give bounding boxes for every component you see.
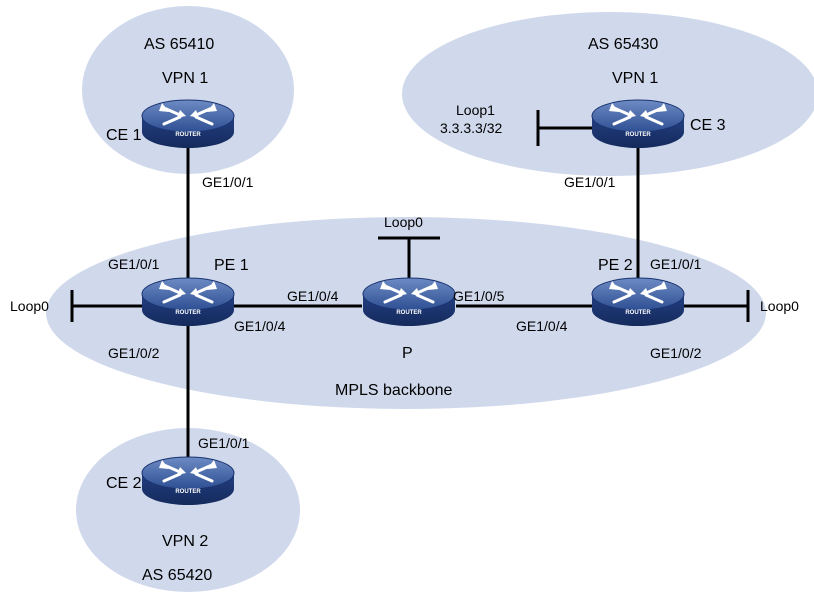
router-badges: ROUTER ROUTER ROUTER ROUTER ROUTER ROUTE… xyxy=(175,132,651,495)
router-badge: ROUTER xyxy=(175,132,201,138)
as-65430-region xyxy=(402,12,814,176)
as-65420-region xyxy=(76,428,300,592)
vpn1-right-label: VPN 1 xyxy=(612,70,659,87)
ce3-ge101-label: GE1/0/1 xyxy=(564,174,616,190)
loopback-caps xyxy=(70,110,750,322)
pe1-loop0-label: Loop0 xyxy=(10,298,49,314)
pe2-ge101-label: GE1/0/1 xyxy=(650,256,702,272)
as-65430-label: AS 65430 xyxy=(588,36,659,53)
ce2-ge101-label: GE1/0/1 xyxy=(198,435,250,451)
router-badge: ROUTER xyxy=(175,310,201,316)
pe1-ge101-label: GE1/0/1 xyxy=(108,256,160,272)
as-65410-region xyxy=(82,6,294,174)
pe2-ge104-label: GE1/0/4 xyxy=(516,318,568,334)
p-ge104-label: GE1/0/4 xyxy=(287,288,339,304)
ce3-loop1-ip-label: 3.3.3.3/32 xyxy=(440,120,503,136)
pe1-ge104-label: GE1/0/4 xyxy=(234,318,286,334)
router-ce2-icon[interactable] xyxy=(140,455,236,507)
router-ce3-icon[interactable] xyxy=(590,98,686,150)
ce3-label: CE 3 xyxy=(690,117,726,134)
router-badge: ROUTER xyxy=(396,310,422,316)
pe2-ge102-label: GE1/0/2 xyxy=(650,345,702,361)
mpls-backbone-label: MPLS backbone xyxy=(335,382,453,399)
ce1-label: CE 1 xyxy=(106,127,142,144)
pe1-ge102-label: GE1/0/2 xyxy=(108,345,160,361)
router-badge: ROUTER xyxy=(625,132,651,138)
pe1-label: PE 1 xyxy=(214,257,249,274)
vpn1-left-label: VPN 1 xyxy=(162,70,209,87)
router-badge: ROUTER xyxy=(175,489,201,495)
vpn2-label: VPN 2 xyxy=(162,533,209,550)
p-ge105-label: GE1/0/5 xyxy=(453,288,505,304)
as-65410-label: AS 65410 xyxy=(144,36,215,53)
router-pe1-icon[interactable] xyxy=(140,276,236,328)
links xyxy=(72,126,748,465)
ce1-ge101-label: GE1/0/1 xyxy=(202,174,254,190)
router-badge: ROUTER xyxy=(625,310,651,316)
router-p-icon[interactable] xyxy=(361,276,457,328)
router-pe2-icon[interactable] xyxy=(590,276,686,328)
pe2-label: PE 2 xyxy=(598,257,633,274)
p-label: P xyxy=(402,345,413,362)
p-loop0-label: Loop0 xyxy=(384,214,423,230)
pe2-loop0-label: Loop0 xyxy=(760,298,799,314)
ce2-label: CE 2 xyxy=(106,475,142,492)
as-65420-label: AS 65420 xyxy=(142,567,213,584)
router-ce1-icon[interactable] xyxy=(140,98,236,150)
ce3-loop1-label: Loop1 xyxy=(456,102,495,118)
